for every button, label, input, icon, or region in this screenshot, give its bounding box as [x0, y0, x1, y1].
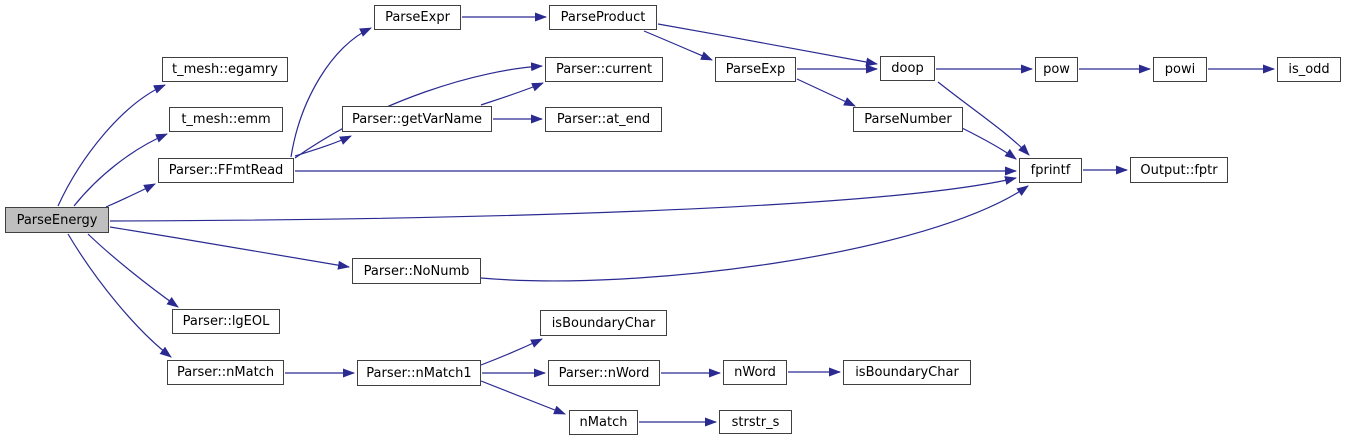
node-isboundarychar-1[interactable]: isBoundaryChar	[540, 310, 667, 336]
node-label: ParseNumber	[864, 112, 952, 127]
edge-parse-energy--fprintf	[109, 176, 1017, 222]
edge-doop--fprintf	[937, 81, 1030, 156]
edges-group	[57, 12, 1275, 427]
edge-parse-energy--t-mesh-egamry	[57, 84, 166, 207]
node-parser-nmatch1[interactable]: Parser::nMatch1	[357, 360, 481, 386]
node-fprintf[interactable]: fprintf	[1019, 158, 1082, 183]
node-isboundarychar-2[interactable]: isBoundaryChar	[843, 360, 971, 385]
edge-parse-energy--t-mesh-emm	[73, 133, 168, 207]
node-parser-nmatch[interactable]: Parser::nMatch	[167, 360, 284, 385]
node-label: ParseProduct	[560, 10, 646, 25]
edge-parse-number--fprintf	[961, 127, 1017, 160]
node-label: ParseEnergy	[16, 212, 98, 228]
node-parse-expr[interactable]: ParseExpr	[374, 5, 461, 30]
node-label: t_mesh::egamry	[172, 62, 278, 77]
edge-parser-nmatch1--isboundarychar-1	[480, 338, 543, 366]
node-label: Parser::FFmtRead	[168, 163, 284, 178]
edge-parse-energy--parser-lgeol	[87, 233, 179, 308]
node-label: Parser::nMatch	[176, 365, 275, 380]
node-label: ParseExpr	[385, 10, 450, 25]
node-label: nWord	[734, 365, 776, 380]
node-label: isBoundaryChar	[551, 315, 656, 331]
node-label: Parser::getVarName	[351, 111, 483, 127]
node-label: nMatch	[579, 415, 628, 430]
node-parse-exp[interactable]: ParseExp	[715, 57, 796, 82]
node-label: isBoundaryChar	[855, 365, 959, 380]
edge-parse-exp--parse-number	[796, 78, 856, 107]
node-strstr-s[interactable]: strstr_s	[719, 410, 792, 434]
node-parser-nword[interactable]: Parser::nWord	[548, 360, 660, 386]
node-label: Parser::lgEOL	[182, 314, 270, 329]
node-parse-number[interactable]: ParseNumber	[853, 107, 963, 132]
node-label: Output::fptr	[1140, 162, 1218, 178]
node-label: is_odd	[1288, 62, 1330, 77]
edge-parser-ffmtread--parser-getvarname	[294, 135, 352, 157]
node-parser-current[interactable]: Parser::current	[545, 57, 663, 82]
edge-parse-energy--parser-ffmtread	[105, 183, 156, 208]
node-parse-energy: ParseEnergy	[5, 207, 109, 233]
edge-parse-energy--parser-nonumb	[109, 226, 350, 270]
node-label: strstr_s	[731, 414, 780, 430]
node-label: powi	[1164, 62, 1196, 77]
node-powi[interactable]: powi	[1153, 57, 1207, 82]
node-label: Parser::nWord	[558, 365, 650, 381]
node-parser-nonumb[interactable]: Parser::NoNumb	[352, 258, 481, 284]
node-label: Parser::nMatch1	[366, 365, 472, 381]
edge-parse-product--doop	[657, 23, 878, 67]
node-t-mesh-egamry[interactable]: t_mesh::egamry	[162, 57, 288, 82]
node-parser-lgeol[interactable]: Parser::lgEOL	[172, 309, 280, 334]
edge-parser-nmatch1--nmatch	[480, 380, 566, 415]
edge-parser-ffmtread--parser-current	[294, 62, 543, 159]
node-label: ParseExp	[725, 62, 786, 77]
node-pow[interactable]: pow	[1035, 57, 1078, 82]
node-label: Parser::at_end	[556, 112, 651, 127]
edge-parser-nonumb--fprintf	[480, 185, 1029, 282]
edge-parser-getvarname--parser-current	[480, 82, 544, 106]
node-label: t_mesh::emm	[181, 112, 271, 127]
edge-parse-product--parse-exp	[643, 30, 713, 61]
node-label: pow	[1043, 62, 1070, 77]
node-label: Parser::NoNumb	[363, 263, 470, 279]
node-label: Parser::current	[555, 62, 653, 77]
node-label: fprintf	[1030, 163, 1071, 178]
node-is-odd[interactable]: is_odd	[1277, 57, 1341, 82]
node-parser-at-end[interactable]: Parser::at_end	[545, 107, 662, 132]
node-doop[interactable]: doop	[880, 56, 935, 81]
node-nmatch[interactable]: nMatch	[569, 410, 638, 435]
node-label: doop	[891, 61, 924, 76]
edge-parse-energy--parser-nmatch	[67, 233, 172, 358]
node-parser-ffmtread[interactable]: Parser::FFmtRead	[158, 158, 294, 183]
node-t-mesh-emm[interactable]: t_mesh::emm	[169, 107, 283, 132]
node-parser-getvarname[interactable]: Parser::getVarName	[342, 106, 492, 132]
node-nword[interactable]: nWord	[723, 360, 787, 385]
node-parse-product[interactable]: ParseProduct	[549, 5, 657, 30]
edge-parser-ffmtread--parse-expr	[290, 27, 372, 158]
node-output-fptr[interactable]: Output::fptr	[1130, 157, 1228, 183]
